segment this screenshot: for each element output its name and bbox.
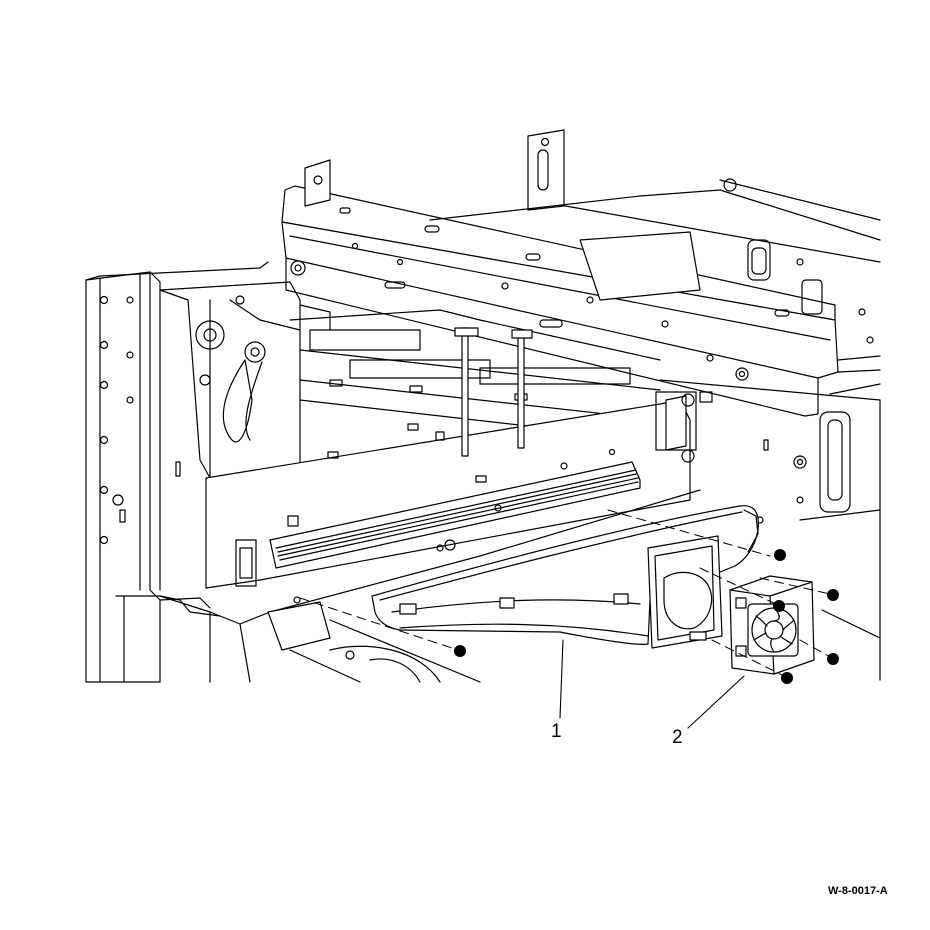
callout-leaders — [559, 639, 745, 729]
rear-frame — [429, 178, 881, 395]
assembly-lines — [299, 509, 833, 677]
callout-number-fan: 2 — [672, 727, 683, 748]
leader-line-2 — [687, 675, 745, 729]
leader-line-1 — [559, 639, 564, 719]
screw-marker — [773, 600, 785, 612]
callout-number-duct: 1 — [551, 721, 562, 742]
front-panel — [205, 391, 713, 589]
lower-base — [159, 489, 701, 683]
cooling-fan — [729, 575, 815, 675]
screw-markers — [454, 549, 839, 684]
figure-identifier: W-8-0017-A — [828, 885, 888, 897]
right-side-plate — [659, 379, 881, 681]
air-duct — [371, 505, 759, 649]
screw-marker — [827, 589, 839, 601]
screw-marker — [781, 672, 793, 684]
screw-marker — [827, 653, 839, 665]
left-side-frame — [85, 261, 269, 683]
screw-marker — [774, 549, 786, 561]
roller-mechanism — [159, 281, 661, 479]
guide-rods — [454, 327, 533, 457]
screw-marker — [454, 645, 466, 657]
